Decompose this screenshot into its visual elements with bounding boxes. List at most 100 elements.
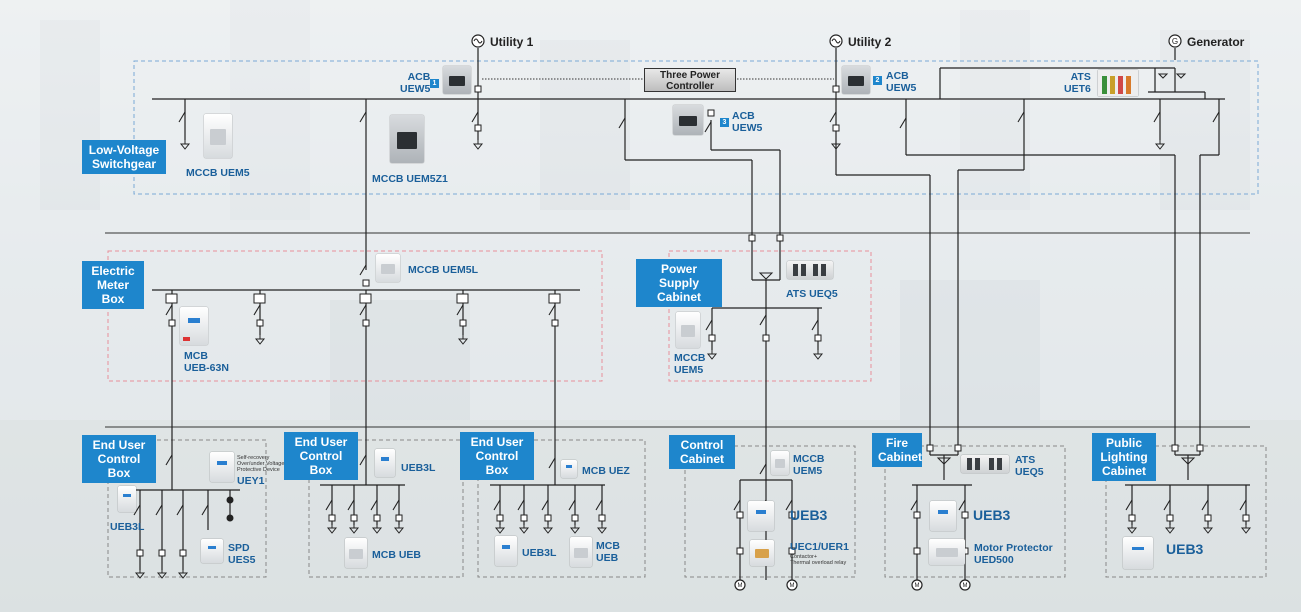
section-end-user-3-line2: Control Box bbox=[475, 449, 519, 477]
section-fire-cabinet[interactable]: Fire Cabinet bbox=[872, 433, 922, 467]
mccb-uem5-cc-line1: MCCB bbox=[793, 453, 825, 465]
section-meter-box-line2: Meter Box bbox=[96, 278, 129, 306]
section-public-lighting-line2: Lighting bbox=[1100, 450, 1148, 464]
section-public-lighting-line3: Cabinet bbox=[1101, 464, 1146, 478]
section-meter-box[interactable]: Electric Meter Box bbox=[82, 261, 144, 309]
uec1-notes: Contactor+ Thermal overload relay bbox=[790, 554, 846, 566]
section-end-user-2-line1: End User bbox=[294, 435, 348, 449]
section-lv-switchgear-line2: Switchgear bbox=[91, 157, 157, 171]
end-user-2-frame bbox=[308, 439, 464, 578]
ueb3-fire-label: UEB3 bbox=[973, 507, 1011, 523]
mccb-uem5l-label: MCCB UEM5L bbox=[408, 264, 478, 276]
generator-symbol bbox=[1168, 34, 1182, 48]
ats-ueq5-fire-line2: UEQ5 bbox=[1015, 466, 1044, 478]
acb1-line1: ACB bbox=[407, 71, 431, 83]
utility2-label: Utility 2 bbox=[848, 35, 892, 49]
acb2-image bbox=[842, 66, 870, 94]
ueb3-fire-image bbox=[930, 501, 956, 531]
acb3-label: ACB UEW5 bbox=[732, 110, 762, 134]
mcb-ueb-3-line2: UEB bbox=[596, 552, 619, 564]
uec1-image bbox=[750, 540, 774, 566]
section-end-user-2-line2: Control Box bbox=[299, 449, 343, 477]
section-control-cabinet[interactable]: Control Cabinet bbox=[669, 435, 735, 469]
acb1-label: ACB UEW5 bbox=[400, 71, 430, 95]
uey1-note1: Self-recovery bbox=[237, 455, 270, 461]
acb2-badge: 2 bbox=[873, 76, 882, 85]
end-user-3-frame bbox=[477, 439, 646, 578]
uec1-note1: Contactor+ bbox=[790, 554, 818, 560]
generator-label: Generator bbox=[1187, 35, 1245, 49]
controller-line1: Three Power bbox=[659, 70, 721, 81]
spd-line1: SPD bbox=[228, 542, 250, 554]
acb2-line2: UEW5 bbox=[886, 82, 917, 94]
section-end-user-1-line2: Control Box bbox=[97, 452, 141, 480]
uec1-note2: Thermal overload relay bbox=[790, 560, 847, 566]
acb3-image bbox=[673, 105, 703, 135]
section-control-cabinet-line1: Control bbox=[680, 438, 724, 452]
ats-ueq5-ps-label: ATS UEQ5 bbox=[786, 288, 838, 300]
mcb-ueb63n-image bbox=[180, 307, 208, 345]
ats-ueq5-fire-line1: ATS bbox=[1015, 454, 1036, 466]
ueb3-cc-label: UEB3 bbox=[790, 507, 828, 523]
three-power-controller: Three Power Controller bbox=[644, 68, 736, 92]
uec1-label: UEC1/UER1 bbox=[790, 541, 849, 553]
motor-glyph-3: M bbox=[915, 583, 920, 589]
meter-box-frame bbox=[107, 250, 603, 382]
motor-symbol-2 bbox=[786, 579, 798, 591]
motor-protector-line1: Motor Protector bbox=[974, 542, 1053, 554]
control-cabinet-frame bbox=[684, 445, 856, 578]
section-public-lighting[interactable]: Public Lighting Cabinet bbox=[1092, 433, 1156, 481]
acb2-line1: ACB bbox=[886, 70, 909, 82]
mcb-uez-label: MCB UEZ bbox=[582, 465, 630, 477]
ueb3l-2-label: UEB3L bbox=[401, 462, 436, 474]
ueb3l-3-image bbox=[495, 536, 517, 566]
acb1-badge: 1 bbox=[430, 79, 439, 88]
ats-ueq5-fire-image bbox=[961, 455, 1009, 473]
mccb-uem5-label: MCCB UEM5 bbox=[186, 167, 250, 179]
section-end-user-1-line1: End User bbox=[92, 438, 146, 452]
mccb-uem5-ps-label: MCCB UEM5 bbox=[674, 352, 706, 376]
ats-uet6-image bbox=[1098, 70, 1138, 96]
acb2-label: ACB UEW5 bbox=[886, 70, 916, 94]
motor-protector-label: Motor Protector UED500 bbox=[974, 542, 1053, 566]
section-meter-box-line1: Electric bbox=[91, 264, 135, 278]
power-supply-frame bbox=[668, 250, 872, 382]
generator-glyph: G bbox=[1172, 37, 1178, 46]
motor-protector-image bbox=[929, 539, 965, 565]
section-power-supply[interactable]: Power Supply Cabinet bbox=[636, 259, 722, 307]
controller-line2: Controller bbox=[666, 81, 714, 92]
ats-ueq5-fire-label: ATS UEQ5 bbox=[1015, 454, 1044, 478]
section-end-user-2[interactable]: End User Control Box bbox=[284, 432, 358, 480]
acb1-image bbox=[443, 66, 471, 94]
motor-symbol-3 bbox=[911, 579, 923, 591]
acb3-line1: ACB bbox=[732, 110, 755, 122]
section-lv-switchgear[interactable]: Low-Voltage Switchgear bbox=[82, 140, 166, 174]
motor-protector-line2: UED500 bbox=[974, 554, 1014, 566]
mccb-uem5-ps-line2: UEM5 bbox=[674, 364, 704, 376]
mccb-uem5-cc-image bbox=[771, 451, 789, 475]
acb1-line2: UEW5 bbox=[400, 83, 431, 95]
section-end-user-3-line1: End User bbox=[470, 435, 524, 449]
uey1-notes: Self-recovery Over/under Voltage Protect… bbox=[237, 455, 284, 473]
spd-line2: UES5 bbox=[228, 554, 256, 566]
ueb3l-2-image bbox=[375, 449, 395, 477]
public-lighting-frame bbox=[1105, 445, 1267, 578]
end-user-1-frame bbox=[107, 439, 267, 578]
mcb-ueb63n-label: MCB UEB-63N bbox=[184, 350, 229, 374]
uey1-note2: Over/under Voltage bbox=[237, 461, 285, 467]
mccb-uem5-ps-image bbox=[676, 312, 700, 348]
mcb-ueb-3-image bbox=[570, 537, 592, 567]
ueb3-cc-image bbox=[748, 501, 774, 531]
ats-ueq5-ps-image bbox=[787, 261, 833, 279]
ueb3-pl-label: UEB3 bbox=[1166, 541, 1204, 557]
mccb-uem5-cc-line2: UEM5 bbox=[793, 465, 823, 477]
section-end-user-1[interactable]: End User Control Box bbox=[82, 435, 156, 483]
mcb-ueb63n-line2: UEB-63N bbox=[184, 362, 229, 374]
motor-symbol-1 bbox=[734, 579, 746, 591]
section-fire-cabinet-line1: Fire bbox=[885, 436, 908, 450]
mcb-ueb-3-line1: MCB bbox=[596, 540, 620, 552]
section-end-user-3[interactable]: End User Control Box bbox=[460, 432, 534, 480]
ueb3l-1-image bbox=[118, 486, 136, 512]
